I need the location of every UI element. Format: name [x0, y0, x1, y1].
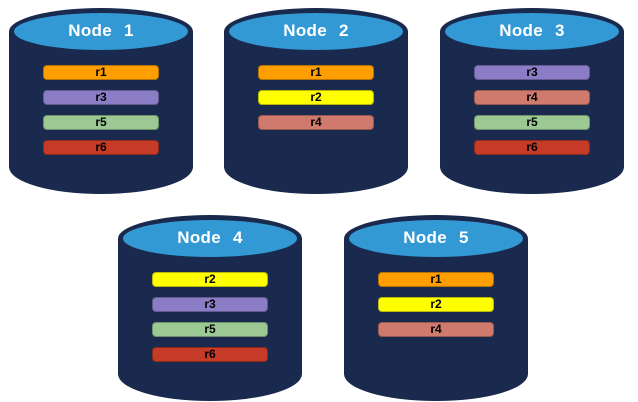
replica-bar-r3: r3	[474, 65, 590, 80]
replica-bar-r1: r1	[258, 65, 374, 80]
node-4-cylinder-body	[118, 238, 302, 401]
replica-bar-r2: r2	[152, 272, 268, 287]
node-3-cylinder-body	[440, 31, 624, 194]
replica-bar-r2: r2	[258, 90, 374, 105]
node-4-cylinder: Node 4 r2 r3 r5 r6	[118, 215, 302, 401]
node-2-cylinder-body	[224, 31, 408, 194]
node-4-title: Node 4	[177, 228, 243, 247]
replica-bar-r5: r5	[43, 115, 159, 130]
node-3-replica-list: r3 r4 r5 r6	[440, 65, 624, 155]
replica-bar-r6: r6	[152, 347, 268, 362]
node-1-cylinder-body	[9, 31, 193, 194]
replica-bar-r4: r4	[258, 115, 374, 130]
node-3-cylinder-top: Node 3	[440, 8, 624, 55]
replica-bar-r5: r5	[474, 115, 590, 130]
replica-bar-r1: r1	[43, 65, 159, 80]
replica-bar-r3: r3	[43, 90, 159, 105]
replica-bar-r2: r2	[378, 297, 494, 312]
node-4-cylinder-top: Node 4	[118, 215, 302, 262]
node-1-replica-list: r1 r3 r5 r6	[9, 65, 193, 155]
node-5-cylinder: Node 5 r1 r2 r4	[344, 215, 528, 401]
replica-bar-r4: r4	[474, 90, 590, 105]
node-2-cylinder-top: Node 2	[224, 8, 408, 55]
replica-bar-r3: r3	[152, 297, 268, 312]
node-3-title: Node 3	[499, 21, 565, 40]
node-1-title: Node 1	[68, 21, 134, 40]
node-2-title: Node 2	[283, 21, 349, 40]
node-5-cylinder-top: Node 5	[344, 215, 528, 262]
node-5-title: Node 5	[403, 228, 469, 247]
node-5-cylinder-body	[344, 238, 528, 401]
replica-bar-r6: r6	[43, 140, 159, 155]
node-3-cylinder: Node 3 r3 r4 r5 r6	[440, 8, 624, 194]
node-1-cylinder-top: Node 1	[9, 8, 193, 55]
node-5-replica-list: r1 r2 r4	[344, 272, 528, 337]
replica-bar-r5: r5	[152, 322, 268, 337]
node-1-cylinder: Node 1 r1 r3 r5 r6	[9, 8, 193, 194]
replica-bar-r6: r6	[474, 140, 590, 155]
replica-bar-r4: r4	[378, 322, 494, 337]
replica-bar-r1: r1	[378, 272, 494, 287]
node-2-cylinder: Node 2 r1 r2 r4	[224, 8, 408, 194]
node-2-replica-list: r1 r2 r4	[224, 65, 408, 130]
node-4-replica-list: r2 r3 r5 r6	[118, 272, 302, 362]
